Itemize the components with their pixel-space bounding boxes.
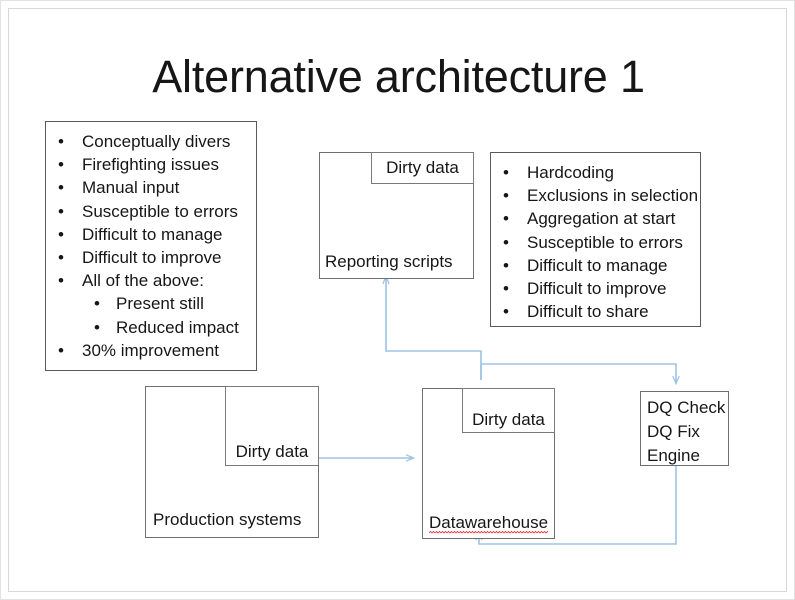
list-item-label: All of the above: bbox=[82, 271, 204, 291]
badge-dirty-data-production[interactable]: Dirty data bbox=[225, 386, 319, 466]
page-title: Alternative architecture 1 bbox=[152, 51, 645, 102]
right-issues-list: • Hardcoding • Exclusions in selection • Ag… bbox=[497, 161, 698, 323]
badge-dirty-data-datawarehouse-label: Dirty data bbox=[472, 410, 545, 429]
list-item-label: 30% improvement bbox=[82, 340, 220, 360]
list-item-label: Difficult to share bbox=[527, 302, 649, 322]
list-item-label: Aggregation at start bbox=[527, 209, 676, 229]
bullet-glyph: • bbox=[503, 279, 509, 299]
list-item: • Hardcoding bbox=[497, 161, 694, 184]
bullet-glyph: • bbox=[58, 248, 64, 268]
list-item: • All of the above: bbox=[52, 269, 250, 292]
badge-dirty-data-reporting-label: Dirty data bbox=[386, 158, 459, 177]
list-item: • Difficult to manage bbox=[497, 254, 694, 277]
list-item-label: Conceptually divers bbox=[82, 132, 231, 151]
list-item: • Difficult to improve bbox=[52, 246, 250, 269]
bullet-glyph: • bbox=[58, 201, 64, 221]
node-dq-engine-line1: DQ Check bbox=[647, 398, 726, 417]
badge-dirty-data-production-label: Dirty data bbox=[235, 442, 309, 461]
list-item: • 30% improvement bbox=[52, 339, 250, 362]
badge-dirty-data-reporting[interactable]: Dirty data bbox=[371, 152, 474, 184]
list-item-label: Firefighting issues bbox=[82, 155, 220, 175]
node-dq-engine-line2: DQ Fix bbox=[647, 422, 700, 441]
bullet-glyph: • bbox=[58, 178, 64, 198]
list-item-label: Difficult to improve bbox=[82, 248, 222, 268]
node-dq-engine[interactable]: DQ Check DQ Fix Engine bbox=[640, 391, 729, 466]
list-item-label: Hardcoding bbox=[527, 163, 614, 182]
node-production-systems-label: Production systems bbox=[153, 510, 302, 529]
list-item-label: Difficult to manage bbox=[82, 224, 223, 244]
list-item: • Manual input bbox=[52, 176, 250, 199]
node-datawarehouse-label: Datawarehouse bbox=[429, 512, 549, 534]
list-item: • Difficult to manage bbox=[52, 223, 250, 246]
connector-datawarehouse-to-reporting-scripts bbox=[386, 277, 482, 380]
list-item-label: Difficult to manage bbox=[527, 255, 668, 275]
list-item-label: Manual input bbox=[82, 178, 180, 198]
badge-dirty-data-datawarehouse[interactable]: Dirty data bbox=[462, 388, 555, 433]
bullet-glyph: • bbox=[58, 340, 64, 360]
bullet-glyph: • bbox=[58, 155, 64, 175]
list-item-label: Present still bbox=[116, 294, 204, 314]
bullet-glyph: • bbox=[503, 255, 509, 275]
misspelled-text: Datawarehouse bbox=[429, 513, 549, 534]
list-item: • Difficult to improve bbox=[497, 277, 694, 300]
left-issues-panel: • Conceptually divers • Firefighting issue… bbox=[45, 121, 257, 371]
bullet-glyph: • bbox=[503, 186, 509, 206]
left-issues-list: • Conceptually divers • Firefighting issue… bbox=[52, 130, 250, 362]
list-item-sub: • Present still bbox=[52, 292, 250, 315]
list-item: • Susceptible to errors bbox=[497, 231, 694, 254]
list-item: • Aggregation at start bbox=[497, 207, 694, 230]
list-item-label: Susceptible to errors bbox=[527, 232, 683, 252]
list-item-sub: • Reduced impact bbox=[52, 316, 250, 339]
list-item-label: Exclusions in selection bbox=[527, 186, 699, 206]
list-item: • Conceptually divers bbox=[52, 130, 250, 153]
list-item-label: Susceptible to errors bbox=[82, 201, 238, 221]
list-item: • Difficult to share bbox=[497, 300, 694, 323]
slide-inner: Alternative architecture 1 • Conceptually… bbox=[9, 9, 788, 593]
bullet-glyph: • bbox=[503, 232, 509, 252]
node-reporting-scripts-label: Reporting scripts bbox=[325, 252, 453, 271]
bullet-glyph: • bbox=[58, 271, 64, 291]
bullet-glyph: • bbox=[94, 294, 100, 314]
connector-datawarehouse-to-dq-engine bbox=[480, 363, 676, 383]
bullet-glyph: • bbox=[503, 302, 509, 322]
bullet-glyph: • bbox=[58, 224, 64, 244]
list-item: • Susceptible to errors bbox=[52, 200, 250, 223]
list-item-label: Difficult to improve bbox=[527, 279, 667, 299]
right-issues-panel: • Hardcoding • Exclusions in selection • Ag… bbox=[490, 152, 701, 327]
list-item: • Firefighting issues bbox=[52, 153, 250, 176]
bullet-glyph: • bbox=[503, 209, 509, 229]
bullet-glyph: • bbox=[94, 317, 100, 337]
bullet-glyph: • bbox=[58, 132, 64, 151]
list-item-label: Reduced impact bbox=[116, 317, 239, 337]
list-item: • Exclusions in selection bbox=[497, 184, 698, 207]
bullet-glyph: • bbox=[503, 163, 509, 182]
node-dq-engine-line3: Engine bbox=[647, 446, 700, 465]
